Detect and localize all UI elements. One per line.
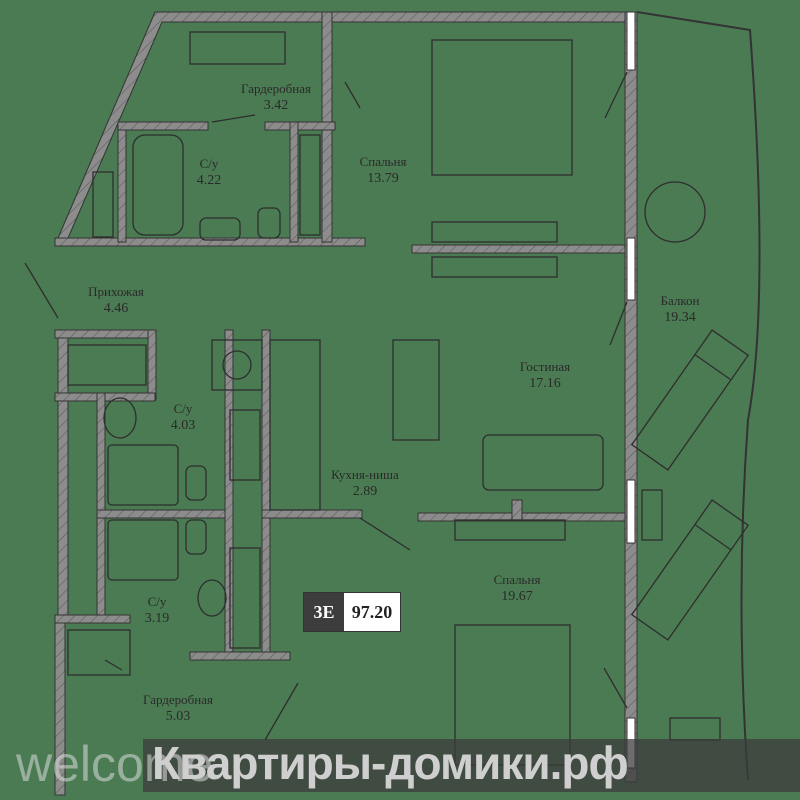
- dining-table: [392, 339, 440, 441]
- total-area: 97.20: [344, 593, 400, 631]
- sunbed-2: [630, 499, 750, 641]
- apartment-code: 3E: [304, 593, 344, 631]
- apartment-badge: 3E 97.20: [303, 592, 401, 632]
- watermark-bar: [143, 739, 800, 792]
- bed-top: [431, 39, 573, 176]
- door-lines: [24, 71, 628, 741]
- bathtub: [132, 134, 184, 236]
- balcony-outline: [636, 11, 761, 781]
- watermark-site: Квартиры-домики.рф: [152, 737, 629, 789]
- balcony-table: [644, 181, 706, 243]
- walls: [54, 11, 638, 796]
- sunbed-1: [630, 329, 750, 471]
- sofa: [482, 434, 604, 491]
- watermark-welcome: welcome: [16, 736, 214, 792]
- furniture: [67, 31, 750, 766]
